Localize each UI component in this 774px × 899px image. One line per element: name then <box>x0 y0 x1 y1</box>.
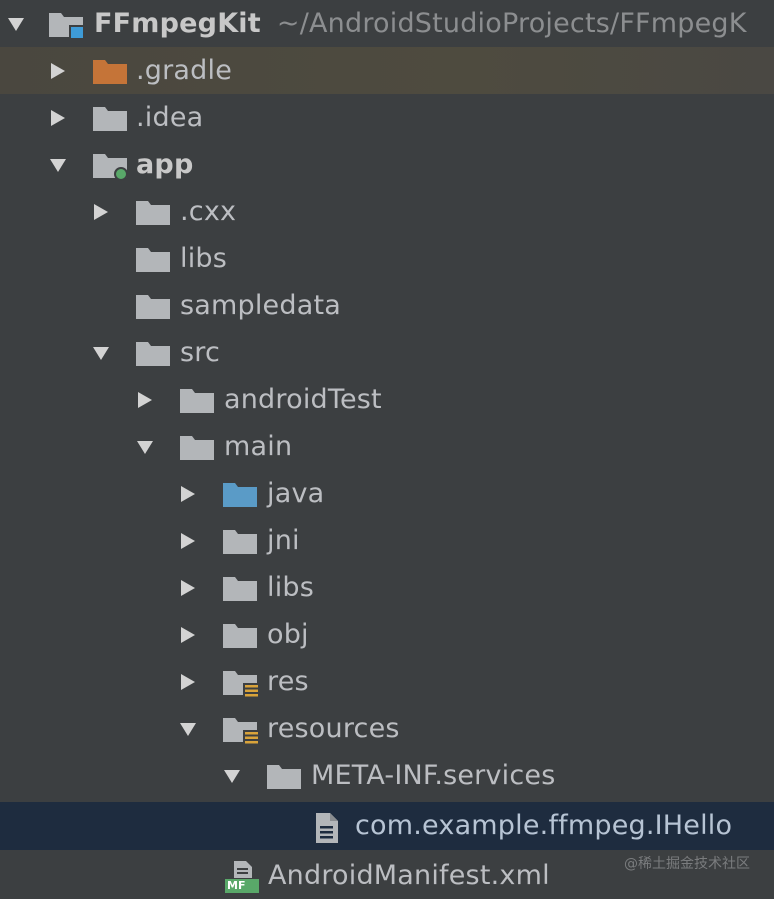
chevron-right-icon[interactable] <box>178 484 198 504</box>
tree-row-meta-inf[interactable]: META-INF.services <box>0 752 774 799</box>
tree-row-label: com.example.ffmpeg.IHello <box>355 810 733 841</box>
folder-icon <box>179 433 215 461</box>
tree-row-label: AndroidManifest.xml <box>268 860 550 891</box>
tree-row-label: .idea <box>136 102 204 133</box>
chevron-down-icon[interactable] <box>6 14 26 34</box>
tree-row-sampledata[interactable]: sampledata <box>0 282 774 329</box>
folder-icon <box>222 574 258 602</box>
tree-row-app-libs[interactable]: libs <box>0 235 774 282</box>
tree-row-label: java <box>267 478 325 509</box>
tree-row-jni[interactable]: jni <box>0 517 774 564</box>
tree-row-src[interactable]: src <box>0 329 774 376</box>
tree-row-label: libs <box>180 243 228 274</box>
chevron-right-icon[interactable] <box>178 625 198 645</box>
project-folder-icon <box>48 10 85 40</box>
tree-row-main[interactable]: main <box>0 423 774 470</box>
text-file-icon <box>312 812 348 843</box>
folder-icon <box>92 104 128 132</box>
tree-row-label: res <box>267 666 309 697</box>
chevron-down-icon[interactable] <box>91 343 111 363</box>
folder-icon <box>135 292 171 320</box>
chevron-down-icon[interactable] <box>178 719 198 739</box>
chevron-right-icon[interactable] <box>48 108 68 128</box>
tree-row-gradle[interactable]: .gradle <box>0 47 774 94</box>
tree-row-label: jni <box>267 525 300 556</box>
folder-icon <box>222 527 258 555</box>
tree-row-ihello[interactable]: com.example.ffmpeg.IHello <box>0 802 774 850</box>
tree-row-manifest[interactable]: MF AndroidManifest.xml <box>0 852 774 899</box>
tree-row-app[interactable]: app <box>0 141 774 188</box>
tree-row-label: app <box>136 149 194 180</box>
chevron-right-icon[interactable] <box>178 531 198 551</box>
tree-row-label: androidTest <box>224 384 382 415</box>
folder-icon <box>266 762 302 790</box>
tree-row-label: obj <box>267 619 309 650</box>
resource-folder-icon <box>222 715 259 745</box>
folder-icon <box>222 621 258 649</box>
chevron-right-icon[interactable] <box>48 61 68 81</box>
manifest-badge: MF <box>227 879 246 892</box>
tree-row-label: libs <box>267 572 315 603</box>
resource-folder-icon <box>222 668 259 698</box>
chevron-right-icon[interactable] <box>91 202 111 222</box>
tree-row-label: FFmpegKit~/AndroidStudioProjects/FFmpegK <box>94 8 747 39</box>
folder-icon <box>135 245 171 273</box>
project-path: ~/AndroidStudioProjects/FFmpegK <box>276 8 747 39</box>
tree-row-label: resources <box>267 713 400 744</box>
tree-row-res[interactable]: res <box>0 658 774 705</box>
watermark: @稀土掘金技术社区 <box>624 856 750 872</box>
tree-row-androidtest[interactable]: androidTest <box>0 376 774 423</box>
chevron-down-icon[interactable] <box>48 155 68 175</box>
tree-row-cxx[interactable]: .cxx <box>0 188 774 235</box>
chevron-right-icon[interactable] <box>135 390 155 410</box>
tree-row-label: .gradle <box>136 55 233 86</box>
manifest-file-icon: MF <box>224 860 262 894</box>
chevron-right-icon[interactable] <box>178 578 198 598</box>
tree-row-label: sampledata <box>180 290 341 321</box>
tree-row-resources[interactable]: resources <box>0 705 774 752</box>
tree-row-label: src <box>180 337 221 368</box>
tree-row-obj[interactable]: obj <box>0 611 774 658</box>
chevron-down-icon[interactable] <box>222 766 242 786</box>
folder-icon <box>135 198 171 226</box>
excluded-folder-icon <box>92 57 128 85</box>
tree-row-root[interactable]: FFmpegKit~/AndroidStudioProjects/FFmpegK <box>0 0 774 47</box>
chevron-down-icon[interactable] <box>135 437 155 457</box>
folder-icon <box>135 339 171 367</box>
source-folder-icon <box>222 480 258 508</box>
tree-row-main-libs[interactable]: libs <box>0 564 774 611</box>
chevron-right-icon[interactable] <box>178 672 198 692</box>
tree-row-idea[interactable]: .idea <box>0 94 774 141</box>
tree-row-java[interactable]: java <box>0 470 774 517</box>
folder-icon <box>179 386 215 414</box>
tree-row-label: META-INF.services <box>311 760 556 791</box>
tree-row-label: main <box>224 431 293 462</box>
tree-row-label: .cxx <box>180 196 237 227</box>
module-folder-icon <box>92 151 128 181</box>
